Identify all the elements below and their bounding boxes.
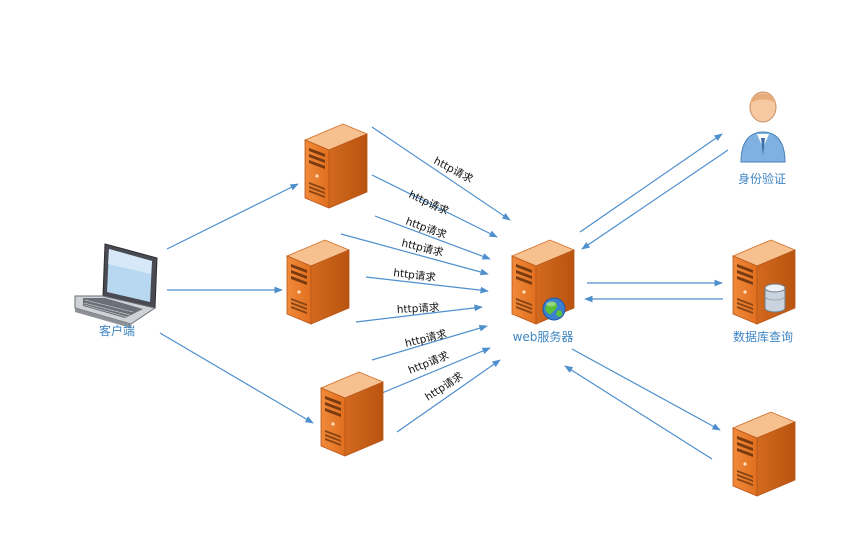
auth-node[interactable]: 身份验证 xyxy=(738,91,786,186)
server-icon xyxy=(304,123,368,209)
edge-label-http-2: http请求 xyxy=(407,188,452,218)
arrow-http-1 xyxy=(371,126,511,221)
server-icon xyxy=(320,371,384,457)
laptop-icon xyxy=(74,243,158,328)
arrow-auth-to-web xyxy=(581,149,729,250)
edge-arrows xyxy=(159,126,729,460)
user-icon xyxy=(740,91,786,163)
arrow-http-4 xyxy=(340,233,489,276)
arrow-web-to-auth xyxy=(579,133,723,233)
db-label: 数据库查询 xyxy=(733,329,793,344)
edge-label-http-1: http请求 xyxy=(432,154,476,186)
edge-label-http-8: http请求 xyxy=(406,349,451,377)
server-icon xyxy=(732,239,796,325)
extra-server-node[interactable] xyxy=(732,411,796,497)
arrow-client-to-proxy-3 xyxy=(159,332,314,424)
arrow-http-8 xyxy=(381,347,491,394)
arrow-http-7 xyxy=(371,324,488,361)
edge-label-http-3: http请求 xyxy=(404,215,449,242)
edge-label-http-7: http请求 xyxy=(404,327,449,350)
proxy-server-1[interactable] xyxy=(304,123,368,209)
globe-icon xyxy=(542,297,566,321)
server-icon xyxy=(286,239,350,325)
database-icon xyxy=(764,283,786,313)
db-node[interactable]: 数据库查询 xyxy=(732,239,796,344)
arrow-http-2 xyxy=(371,174,498,238)
arrow-extra-to-web xyxy=(564,365,713,460)
arrow-http-6 xyxy=(355,304,483,323)
client-label: 客户端 xyxy=(99,323,135,338)
client-node[interactable]: 客户端 xyxy=(74,243,158,338)
proxy-server-2[interactable] xyxy=(286,239,350,325)
edge-label-http-6: http请求 xyxy=(396,301,440,316)
arrow-http-5 xyxy=(365,276,489,294)
web-server-label: web服务器 xyxy=(513,329,574,344)
arrow-http-3 xyxy=(374,215,491,260)
arrow-web-to-extra xyxy=(571,348,721,431)
arrow-http-9 xyxy=(396,359,501,433)
web-server-node[interactable]: web服务器 xyxy=(511,239,575,344)
server-icon xyxy=(732,411,796,497)
proxy-server-3[interactable] xyxy=(320,371,384,457)
arrow-client-to-proxy-1 xyxy=(166,183,299,250)
edge-label-http-5: http请求 xyxy=(393,266,437,284)
auth-label: 身份验证 xyxy=(738,171,786,186)
